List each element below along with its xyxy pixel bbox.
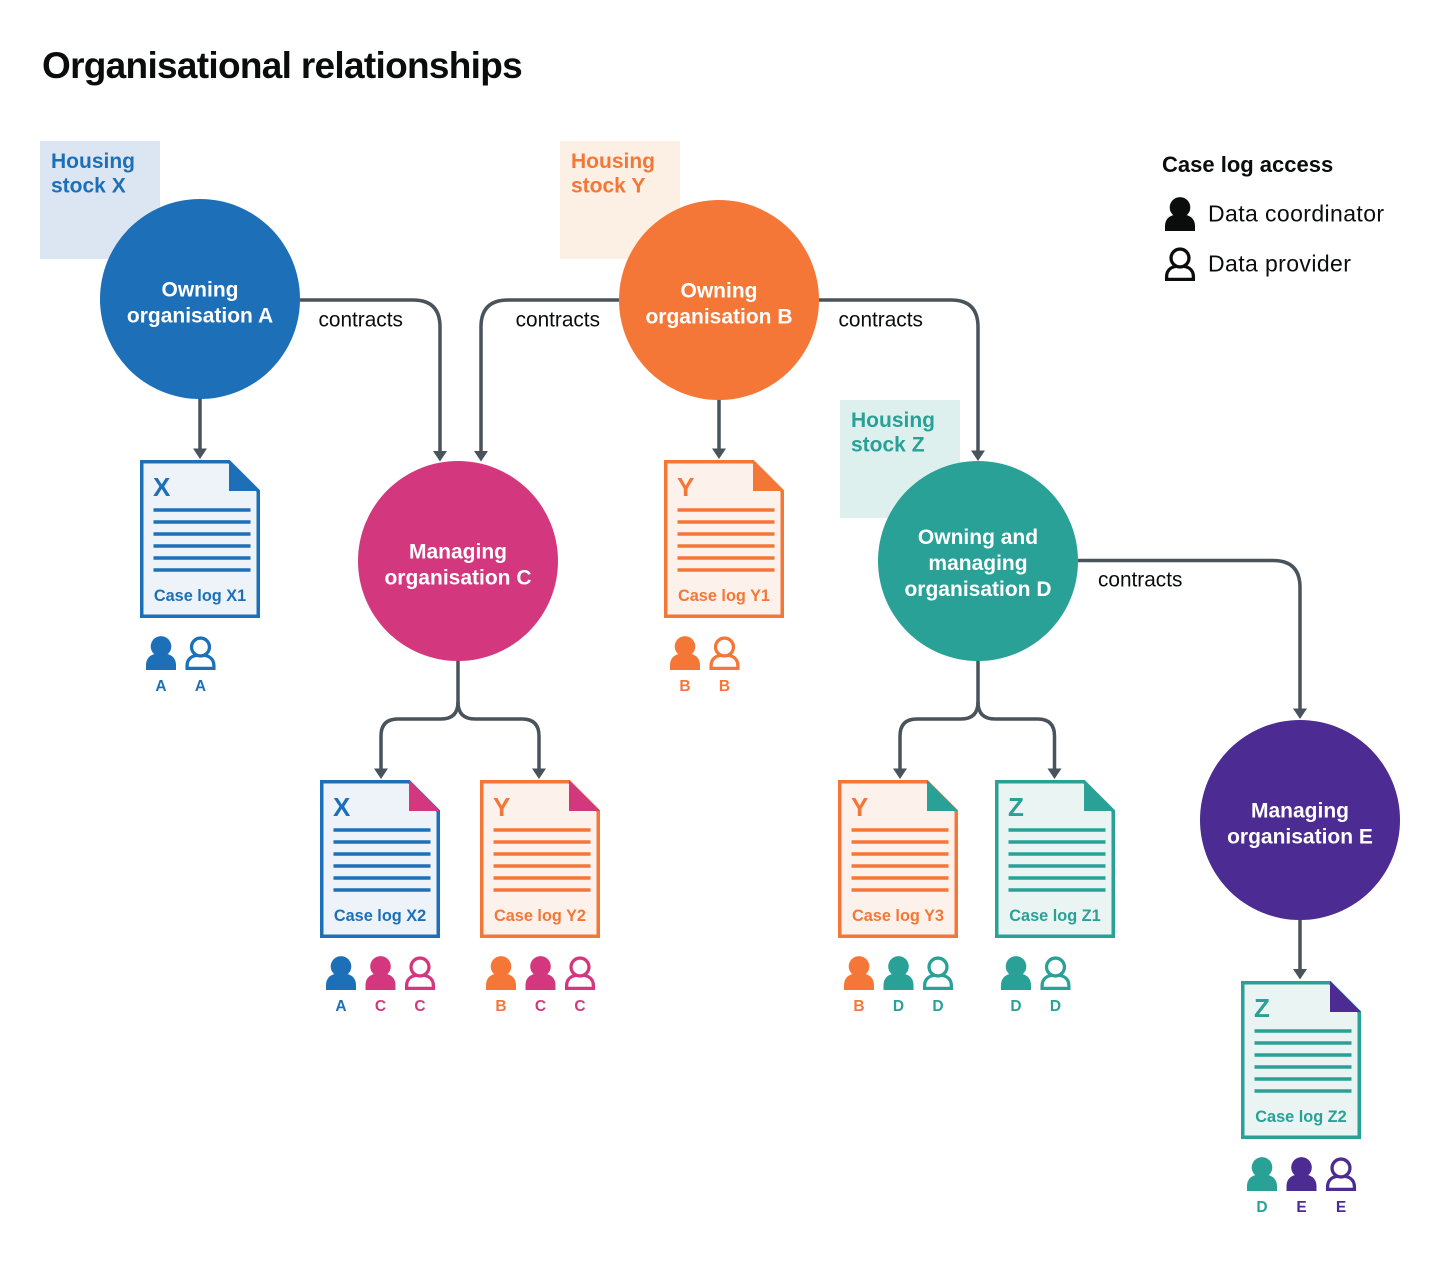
svg-text:X: X	[333, 792, 351, 822]
svg-text:D: D	[1010, 998, 1021, 1015]
svg-text:X: X	[153, 472, 171, 502]
svg-text:contracts: contracts	[839, 309, 923, 332]
svg-text:B: B	[495, 998, 506, 1015]
svg-text:A: A	[335, 998, 346, 1015]
svg-text:organisation A: organisation A	[127, 305, 273, 328]
svg-text:Data provider: Data provider	[1208, 251, 1351, 277]
svg-text:stock Z: stock Z	[851, 434, 925, 457]
svg-text:Owning and: Owning and	[918, 526, 1038, 549]
svg-text:C: C	[535, 998, 546, 1015]
svg-text:Case log Z2: Case log Z2	[1255, 1108, 1346, 1126]
svg-text:Managing: Managing	[1251, 800, 1349, 823]
svg-text:Housing: Housing	[51, 150, 135, 173]
svg-text:organisation C: organisation C	[384, 567, 531, 590]
svg-text:D: D	[932, 998, 943, 1015]
svg-text:contracts: contracts	[516, 309, 600, 332]
svg-text:E: E	[1296, 1199, 1306, 1216]
svg-text:Case log X2: Case log X2	[334, 907, 426, 925]
svg-text:B: B	[853, 998, 864, 1015]
svg-text:Managing: Managing	[409, 541, 507, 564]
svg-text:Case log Y3: Case log Y3	[852, 907, 944, 925]
svg-text:stock X: stock X	[51, 175, 126, 198]
svg-text:B: B	[719, 678, 730, 695]
svg-text:Data coordinator: Data coordinator	[1208, 201, 1384, 227]
svg-text:D: D	[1050, 998, 1061, 1015]
svg-text:Owning: Owning	[681, 280, 758, 303]
svg-text:Case log access: Case log access	[1162, 152, 1333, 177]
svg-text:Y: Y	[851, 792, 868, 822]
svg-text:organisation D: organisation D	[904, 578, 1051, 601]
svg-text:contracts: contracts	[319, 309, 403, 332]
svg-text:A: A	[155, 678, 166, 695]
svg-text:contracts: contracts	[1098, 569, 1182, 592]
svg-text:managing: managing	[928, 552, 1027, 575]
svg-text:Y: Y	[493, 792, 510, 822]
svg-text:Organisational relationships: Organisational relationships	[42, 45, 522, 86]
svg-text:C: C	[414, 998, 425, 1015]
svg-text:Z: Z	[1254, 993, 1270, 1023]
svg-text:Case log X1: Case log X1	[154, 587, 246, 605]
svg-text:organisation B: organisation B	[645, 306, 792, 329]
svg-text:stock Y: stock Y	[571, 175, 645, 198]
svg-text:Case log Y1: Case log Y1	[678, 587, 770, 605]
svg-text:Z: Z	[1008, 792, 1024, 822]
svg-text:C: C	[574, 998, 585, 1015]
svg-text:organisation E: organisation E	[1227, 826, 1373, 849]
svg-text:E: E	[1336, 1199, 1346, 1216]
svg-text:Housing: Housing	[571, 150, 655, 173]
svg-text:Case log Y2: Case log Y2	[494, 907, 586, 925]
svg-text:B: B	[679, 678, 690, 695]
svg-text:Owning: Owning	[162, 279, 239, 302]
svg-text:D: D	[893, 998, 904, 1015]
svg-text:A: A	[195, 678, 206, 695]
svg-text:D: D	[1256, 1199, 1267, 1216]
svg-text:Y: Y	[677, 472, 694, 502]
svg-text:C: C	[375, 998, 386, 1015]
svg-text:Case log Z1: Case log Z1	[1009, 907, 1100, 925]
svg-text:Housing: Housing	[851, 409, 935, 432]
